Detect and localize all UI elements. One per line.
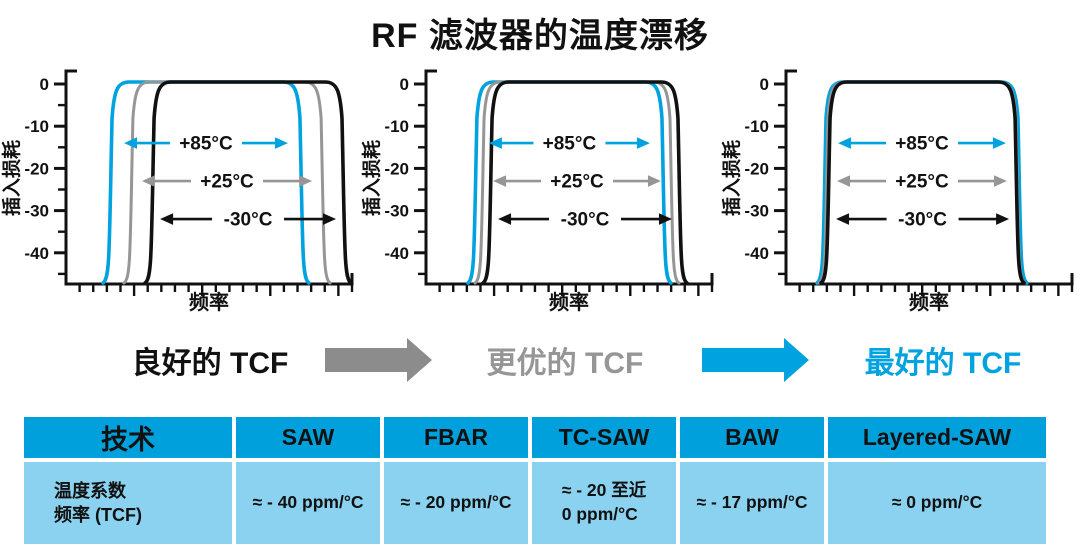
y-axis-label: 插入损耗 — [721, 140, 743, 216]
table-header-tc-saw: TC-SAW — [532, 417, 676, 458]
arrow-head-left-icon — [837, 175, 851, 187]
temperature-label: -30°C — [561, 210, 610, 231]
table-cell-baw: ≈ - 17 ppm/°C — [680, 462, 824, 544]
y-tick-label: -10 — [384, 117, 409, 136]
page-title: RF 滤波器的温度漂移 — [371, 17, 709, 55]
tcf-step-good: 良好的 TCF — [131, 347, 289, 380]
temperature-label: +25°C — [895, 172, 949, 193]
y-tick-label: -40 — [24, 244, 49, 263]
arrow-head-right-icon — [322, 213, 336, 225]
arrow-head-left-icon — [488, 137, 502, 149]
temperature-label: -30°C — [898, 210, 947, 231]
temperature-label: +85°C — [179, 134, 233, 155]
tcf-step-better: 更优的 TCF — [486, 347, 644, 380]
y-axis-label: 插入损耗 — [361, 140, 383, 216]
progression-arrow-1 — [325, 338, 432, 382]
curve--30°C — [819, 80, 1026, 285]
table-row-label: 温度系数频率 (TCF) — [24, 462, 232, 544]
y-tick-label: -10 — [744, 117, 769, 136]
y-tick-label: -30 — [384, 202, 409, 221]
arrow-head-right-icon — [636, 137, 650, 149]
arrow-head-left-icon — [498, 213, 512, 225]
x-axis-label: 频率 — [909, 290, 949, 314]
y-tick-label: 0 — [400, 75, 409, 94]
y-tick-label: -30 — [24, 202, 49, 221]
table-header-layered-saw: Layered-SAW — [828, 417, 1046, 458]
y-tick-label: 0 — [40, 75, 49, 94]
arrow-head-left-icon — [124, 137, 138, 149]
x-axis-label: 频率 — [549, 290, 589, 314]
arrow-head-left-icon — [160, 213, 174, 225]
progression-arrow-2 — [702, 338, 809, 382]
arrow-head-left-icon — [836, 213, 850, 225]
charts-row: 0 -10 -20 -30 -40 插入损耗频率 +85°C +25°C -30°C 0 -10 -2… — [0, 56, 1080, 314]
arrow-head-right-icon — [996, 213, 1010, 225]
table-header-saw: SAW — [236, 417, 380, 458]
table-header-baw: BAW — [680, 417, 824, 458]
x-axis-label: 频率 — [189, 290, 229, 314]
table-cell-saw: ≈ - 40 ppm/°C — [236, 462, 380, 544]
tcf-step-best: 最好的 TCF — [864, 347, 1022, 380]
y-tick-label: -40 — [744, 244, 769, 263]
table-cell-fbar: ≈ - 20 ppm/°C — [384, 462, 528, 544]
axis-frame — [424, 69, 714, 286]
temperature-label: -30°C — [224, 210, 273, 231]
arrow-head-right-icon — [299, 175, 313, 187]
curve--30°C — [143, 80, 353, 285]
y-tick-label: -20 — [744, 159, 769, 178]
arrow-head-left-icon — [838, 137, 852, 149]
table-header-fbar: FBAR — [384, 417, 528, 458]
arrow-head-left-icon — [141, 175, 155, 187]
right-arrow-icon — [702, 338, 809, 382]
y-tick-label: 0 — [760, 75, 769, 94]
temperature-label: +25°C — [550, 172, 604, 193]
y-tick-label: -40 — [384, 244, 409, 263]
y-tick-label: -30 — [744, 202, 769, 221]
table-header-技术: 技术 — [24, 417, 232, 458]
arrow-head-right-icon — [992, 137, 1006, 149]
temperature-label: +25°C — [200, 172, 254, 193]
curve--30°C — [481, 80, 689, 285]
y-tick-label: -10 — [24, 117, 49, 136]
arrow-head-right-icon — [274, 137, 288, 149]
right-arrow-icon — [325, 338, 432, 382]
arrow-head-right-icon — [647, 175, 661, 187]
axis-frame — [784, 69, 1074, 286]
temperature-label: +85°C — [543, 134, 597, 155]
arrow-head-left-icon — [493, 175, 507, 187]
tcf-progression: 良好的 TCF 更优的 TCF 最好的 TCF — [0, 316, 1080, 412]
y-tick-label: -20 — [24, 159, 49, 178]
table-cell-layered-saw: ≈ 0 ppm/°C — [828, 462, 1046, 544]
y-axis-label: 插入损耗 — [1, 140, 23, 216]
y-tick-label: -20 — [384, 159, 409, 178]
arrow-head-right-icon — [993, 175, 1007, 187]
temperature-label: +85°C — [895, 134, 949, 155]
axis-frame — [64, 69, 354, 286]
arrow-head-right-icon — [658, 213, 672, 225]
